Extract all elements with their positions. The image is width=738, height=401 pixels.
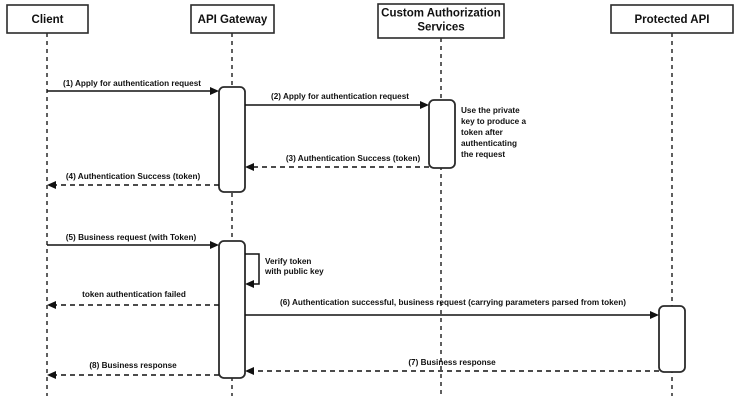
message-3[interactable]: (3) Authentication Success (token) <box>245 154 429 171</box>
message-fail-label: token authentication failed <box>82 290 186 299</box>
lifeline-label-custom-auth-line2: Services <box>417 22 464 34</box>
note-private-key: Use the private key to produce a token a… <box>461 106 527 159</box>
message-8-label: (8) Business response <box>89 361 177 370</box>
activation-protected-api <box>658 305 686 373</box>
message-4[interactable]: (4) Authentication Success (token) <box>47 172 219 189</box>
message-7-label: (7) Business response <box>408 358 496 367</box>
activation-api-gateway-business <box>218 240 246 379</box>
lifeline-headers-group: Client API Gateway Custom Authorization … <box>6 3 734 39</box>
message-2-label: (2) Apply for authentication request <box>271 92 409 101</box>
lifeline-box-custom-auth <box>377 3 505 39</box>
message-7[interactable]: (7) Business response <box>245 358 659 375</box>
lifeline-header-protected-api[interactable]: Protected API <box>610 4 734 34</box>
message-1-arrowhead <box>210 87 219 95</box>
lifeline-header-custom-auth[interactable]: Custom Authorization Services <box>377 3 505 39</box>
lifeline-header-client[interactable]: Client <box>6 4 89 34</box>
lifeline-label-protected-api: Protected API <box>635 14 710 26</box>
message-3-arrowhead <box>245 163 254 171</box>
lifelines-group <box>46 33 673 396</box>
message-8-arrowhead <box>47 371 56 379</box>
note-private-key-line-2: key to produce a <box>461 117 527 126</box>
activations-group <box>218 86 686 379</box>
lifeline-box-client <box>6 4 89 34</box>
message-self-label-line2: with public key <box>264 267 324 276</box>
lifeline-header-api-gateway[interactable]: API Gateway <box>190 4 275 34</box>
activation-api-gateway-auth <box>218 86 246 193</box>
note-private-key-line-1: Use the private <box>461 106 520 115</box>
lifeline-label-custom-auth-line1: Custom Authorization <box>381 8 501 20</box>
message-5-label: (5) Business request (with Token) <box>66 233 197 242</box>
message-6[interactable]: (6) Authentication successful, business … <box>245 298 659 319</box>
note-private-key-line-3: token after <box>461 128 504 137</box>
message-3-label: (3) Authentication Success (token) <box>286 154 421 163</box>
lifeline-label-api-gateway: API Gateway <box>198 14 268 26</box>
message-2[interactable]: (2) Apply for authentication request <box>245 92 429 109</box>
message-2-arrowhead <box>420 101 429 109</box>
message-4-arrowhead <box>47 181 56 189</box>
note-private-key-line-4: authenticating <box>461 139 517 148</box>
message-5-arrowhead <box>210 241 219 249</box>
lifeline-box-api-gateway <box>190 4 275 34</box>
message-self-line <box>245 253 260 285</box>
message-5[interactable]: (5) Business request (with Token) <box>47 233 219 249</box>
activation-custom-auth <box>428 99 456 169</box>
message-token-authentication-failed[interactable]: token authentication failed <box>47 290 219 309</box>
message-6-arrowhead <box>650 311 659 319</box>
message-8[interactable]: (8) Business response <box>47 361 219 379</box>
lifeline-box-protected-api <box>610 4 734 34</box>
message-self-label-line1: Verify token <box>265 257 311 266</box>
message-4-label: (4) Authentication Success (token) <box>66 172 201 181</box>
note-private-key-line-5: the request <box>461 150 505 159</box>
message-1-label: (1) Apply for authentication request <box>63 79 201 88</box>
message-1[interactable]: (1) Apply for authentication request <box>47 79 219 95</box>
message-6-label: (6) Authentication successful, business … <box>280 298 626 307</box>
message-self-verify-token[interactable]: Verify token with public key <box>245 253 324 288</box>
lifeline-label-client: Client <box>32 14 64 26</box>
message-fail-arrowhead <box>47 301 56 309</box>
message-self-arrowhead <box>245 280 254 288</box>
message-7-arrowhead <box>245 367 254 375</box>
